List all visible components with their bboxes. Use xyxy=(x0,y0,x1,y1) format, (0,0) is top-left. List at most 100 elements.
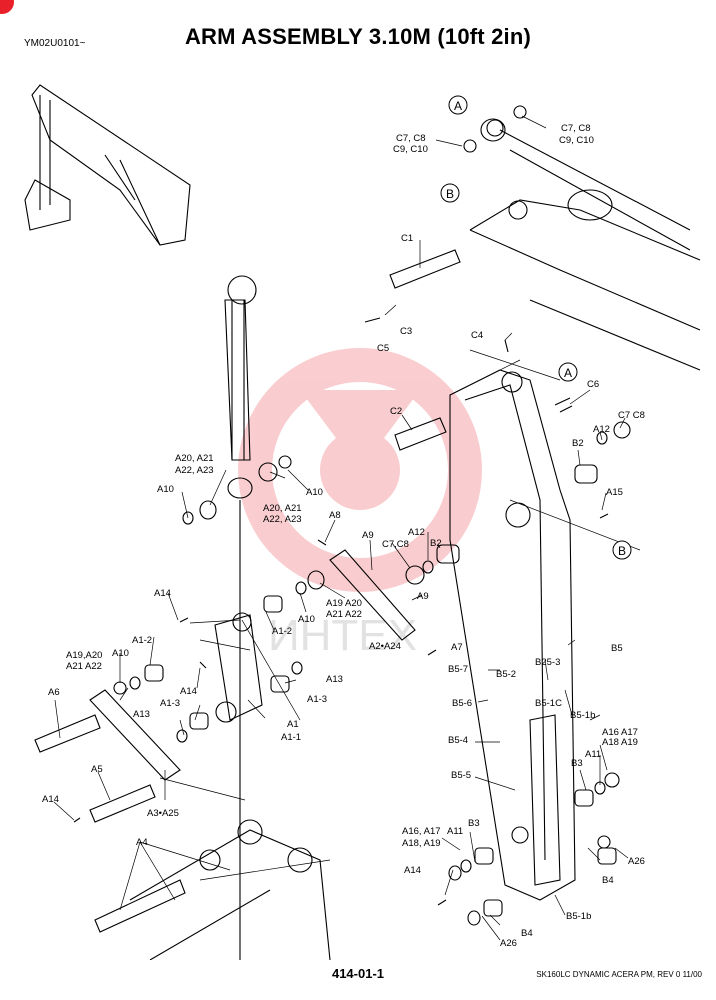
footer-note: SK160LC DYNAMIC ACERA PM, REV 0 11/00 xyxy=(536,970,702,979)
label-a13: A13 xyxy=(133,709,150,720)
label-b25-3: B25-3 xyxy=(535,657,560,668)
label-c4: C4 xyxy=(471,330,483,341)
label-b4: B4 xyxy=(602,875,614,886)
page-number: 414-01-1 xyxy=(331,966,385,981)
label-b4: B4 xyxy=(521,928,533,939)
label-a15: A15 xyxy=(606,487,623,498)
label-c6: C6 xyxy=(587,379,599,390)
label-a1: A1 xyxy=(287,719,299,730)
label-a6: A6 xyxy=(48,687,60,698)
label-a26: A26 xyxy=(628,856,645,867)
arm-body xyxy=(449,369,576,901)
label-a18a19: A18, A19 xyxy=(402,838,441,849)
arm-cylinder xyxy=(224,275,257,960)
callout-b-arm: B xyxy=(612,540,632,560)
label-a22a23: A22, A23 xyxy=(263,514,302,525)
label-b5-1c: B5-1C xyxy=(535,698,562,709)
label-a4: A4 xyxy=(136,837,148,848)
label-a21a22: A21 A22 xyxy=(326,609,362,620)
label-a14: A14 xyxy=(180,686,197,697)
pin-a4 xyxy=(94,879,186,933)
callout-b-top: B xyxy=(440,183,460,203)
label-a21a22: A21 A22 xyxy=(66,661,102,672)
excavator-thumbnail xyxy=(24,84,191,246)
label-a12: A12 xyxy=(408,527,425,538)
label-b5-1b: B5-1b xyxy=(566,911,591,922)
label-a7: A7 xyxy=(451,642,463,653)
label-a1-2: A1-2 xyxy=(132,635,152,646)
label-c7c8: C7,C8 xyxy=(382,539,409,550)
boom-cylinder xyxy=(480,118,691,251)
link-a2 xyxy=(329,549,416,641)
bushings xyxy=(113,105,631,926)
watermark-hub xyxy=(320,430,400,510)
label-b2: B2 xyxy=(572,438,584,449)
label-b5-2: B5-2 xyxy=(496,669,516,680)
watermark xyxy=(238,348,482,592)
label-c1: C1 xyxy=(401,233,413,244)
link-a1 xyxy=(214,612,263,723)
label-a10: A10 xyxy=(157,484,174,495)
label-a1-3: A1-3 xyxy=(160,698,180,709)
pin-a5 xyxy=(89,784,156,823)
label-b5: B5 xyxy=(611,643,623,654)
label-a19a20: A19,A20 xyxy=(66,650,102,661)
label-a11: A11 xyxy=(447,826,463,837)
label-a14: A14 xyxy=(154,588,171,599)
label-a1-2: A1-2 xyxy=(272,626,292,637)
label-c9c10: C9, C10 xyxy=(393,144,428,155)
watermark-text: ИНТЕХ xyxy=(268,611,417,660)
pin-c2 xyxy=(394,417,447,451)
label-a18a19: A18 A19 xyxy=(602,737,638,748)
boom-bracket xyxy=(469,199,701,371)
callout-a-top: A xyxy=(448,95,468,115)
label-a26: A26 xyxy=(500,938,517,949)
label-c7c8: C7 C8 xyxy=(618,410,645,421)
pin-c1 xyxy=(389,249,461,289)
label-a1-3: A1-3 xyxy=(307,694,327,705)
label-b5-6: B5-6 xyxy=(452,698,472,709)
label-a3a25: A3•A25 xyxy=(147,808,179,819)
document-code: YM02U0101~ xyxy=(24,38,86,49)
label-a20a21: A20, A21 xyxy=(175,453,214,464)
label-a14: A14 xyxy=(404,865,421,876)
label-a9: A9 xyxy=(417,591,429,602)
callout-a-arm: A xyxy=(558,362,578,382)
label-a16a17: A16 A17 xyxy=(602,727,638,738)
label-a8: A8 xyxy=(329,510,341,521)
label-a16a17: A16, A17 xyxy=(402,826,441,837)
label-a9: A9 xyxy=(362,530,374,541)
label-c5: C5 xyxy=(377,343,389,354)
svg-text:A: A xyxy=(454,99,462,113)
leader-lines xyxy=(53,115,641,941)
part-labels: C7, C8 C9, C10 C7, C8 C9, C10 C1 C3 C5 C… xyxy=(42,123,645,949)
corner-badge xyxy=(0,0,14,14)
label-a1-1: A1-1 xyxy=(281,732,301,743)
link-a3 xyxy=(89,689,181,781)
label-c3: C3 xyxy=(400,326,412,337)
label-b5-4: B5-4 xyxy=(448,735,468,746)
bolts xyxy=(73,317,609,906)
label-b3: B3 xyxy=(468,818,480,829)
callouts: A B A B xyxy=(440,95,632,560)
label-b5-7: B5-7 xyxy=(448,664,468,675)
label-c9c10: C9, C10 xyxy=(559,135,594,146)
pin-a6 xyxy=(34,714,101,753)
label-a22a23: A22, A23 xyxy=(175,465,214,476)
label-c7c8: C7, C8 xyxy=(396,133,426,144)
label-a2a24: A2•A24 xyxy=(369,641,401,652)
label-b3: B3 xyxy=(571,758,583,769)
svg-text:B: B xyxy=(446,187,454,201)
watermark-triangle xyxy=(300,390,420,470)
label-a11: A11 xyxy=(585,749,601,760)
watermark-gear xyxy=(238,348,482,592)
bucket-bracket xyxy=(129,819,331,960)
label-a14: A14 xyxy=(42,794,59,805)
label-b5-5: B5-5 xyxy=(451,770,471,781)
label-a10: A10 xyxy=(306,487,323,498)
label-a5: A5 xyxy=(91,764,103,775)
svg-text:A: A xyxy=(564,366,572,380)
label-a10: A10 xyxy=(298,614,315,625)
page-title: ARM ASSEMBLY 3.10M (10ft 2in) xyxy=(184,24,532,49)
